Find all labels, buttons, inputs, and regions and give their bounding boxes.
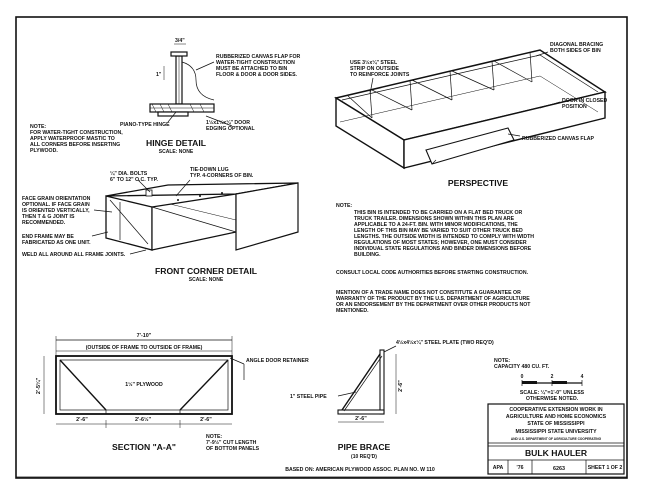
footer-based-on: BASED ON: AMERICAN PLYWOOD ASSOC. PLAN N… <box>285 467 435 473</box>
section-note-3: OF BOTTOM PANELS <box>206 446 260 452</box>
note-right-line-5: LENGTHS. THE OUTSIDE WIDTH IS INTENDED T… <box>354 234 534 240</box>
pipe-brace-drawing <box>337 345 397 423</box>
trade-note-4: MENTIONED. <box>336 308 369 314</box>
note-right-line-6: REGULATIONS OF MOST STATES; HOWEVER, ONE… <box>354 240 527 246</box>
section-aa-title: SECTION "A-A" <box>112 442 176 452</box>
title-name: BULK HAULER <box>525 448 588 458</box>
note-right-line-7: INDIVIDUAL STATE REGULATIONS AND BINDER … <box>354 246 532 252</box>
canvas-flap-label-4: FLOOR & DOOR & DOOR SIDES. <box>216 72 298 78</box>
canvas-flap-label-3: MUST BE ATTACHED TO BIN <box>216 66 288 72</box>
section-note-2: 7'-9½" CUT LENGTH <box>206 439 257 446</box>
tie-down-lug-label-2: TYP. 4-CORNERS OF BIN. <box>190 173 254 179</box>
section-overall-note: (OUTSIDE OF FRAME TO OUTSIDE OF FRAME) <box>86 345 203 351</box>
note-right-heading: NOTE: <box>336 203 352 209</box>
title-org-1: COOPERATIVE EXTENSION WORK IN <box>509 407 603 413</box>
note-left-3: APPLY WATERPROOF MASTIC TO <box>30 136 115 142</box>
scale-tick-2: 2 <box>551 374 554 380</box>
canvas-flap-perspective-label: RUBBERIZED CANVAS FLAP <box>522 136 594 142</box>
weld-label: WELD ALL AROUND ALL FRAME JOINTS. <box>22 252 126 258</box>
trade-note-1: MENTION OF A TRADE NAME DOES NOT CONSTIT… <box>336 290 521 296</box>
pipe-brace-base-dim: 2'-6" <box>355 416 367 422</box>
scale-tick-0: 0 <box>521 374 524 380</box>
title-org-3: STATE OF MISSISSIPPI <box>527 421 585 427</box>
bottom-dim-2: 2'-6½" <box>135 416 152 423</box>
note-left-1: NOTE: <box>30 124 46 130</box>
pipe-brace-subtitle: (10 REQ'D) <box>351 454 377 460</box>
steel-strip-label-2: STRIP ON OUTSIDE <box>350 66 399 72</box>
title-cell-plan-number: 6263 <box>553 466 565 472</box>
front-corner-drawing <box>91 179 299 255</box>
graphic-scale-bar <box>521 380 583 386</box>
title-cell-apa: APA <box>493 465 504 471</box>
scale-tick-4: 4 <box>581 374 584 380</box>
note-right-line-3: APPLICABLE TO A 24-FT. BIN. WITH MINOR M… <box>354 222 518 228</box>
title-fine-print: AND U.S. DEPARTMENT OF AGRICULTURE COOPE… <box>511 437 602 441</box>
note-right-line-8: BUILDING. <box>354 252 381 258</box>
scale-note-2: OTHERWISE NOTED. <box>526 396 579 402</box>
hinge-detail-title: HINGE DETAIL <box>146 138 206 148</box>
scale-note-1: SCALE: ¼"=1'-0" UNLESS <box>520 389 585 396</box>
grain-label-1: FACE GRAIN ORIENTATION <box>22 196 91 202</box>
hinge-detail-drawing <box>149 43 233 127</box>
door-edging-label-2: EDGING OPTIONAL <box>206 126 256 132</box>
note-right-line-2: TRUCK TRAILER. DIMENSIONS SHOWN WITHIN T… <box>354 216 515 222</box>
sheet-border <box>15 16 628 479</box>
front-corner-scale: SCALE: NONE <box>189 277 224 283</box>
section-aa-drawing <box>43 336 245 428</box>
note-left-4: ALL CORNERS BEFORE INSERTING <box>30 142 120 148</box>
pipe-brace-title: PIPE BRACE <box>338 442 391 452</box>
canvas-flap-label-2: WATER-TIGHT CONSTRUCTION <box>216 60 295 66</box>
section-note-1: NOTE: <box>206 434 222 440</box>
hinge-detail-scale: SCALE: NONE <box>159 149 194 155</box>
steel-pipe-label: 1" STEEL PIPE <box>290 394 327 400</box>
note-right-line-1: THIS BIN IS INTENDED TO BE CARRIED ON A … <box>354 210 523 216</box>
bolts-label-1: ¼" DIA. BOLTS <box>110 170 148 177</box>
note-right-line-4: LENGTH OF THIS BIN MAY BE VARIED TO SUIT… <box>354 228 523 234</box>
title-cell-sheet: SHEET 1 OF 2 <box>588 465 623 471</box>
door-closed-label-2: POSITION <box>562 104 587 110</box>
steel-strip-label-1: USE 3½x¼" STEEL <box>350 59 398 66</box>
steel-strip-label-3: TO REINFORCE JOINTS <box>350 72 410 78</box>
grain-label-5: RECOMMENDED. <box>22 220 66 226</box>
note-left-5: PLYWOOD. <box>30 148 58 154</box>
title-university: MISSISSIPPI STATE UNIVERSITY <box>515 429 597 435</box>
bottom-dim-1: 2'-6" <box>76 417 88 423</box>
title-org-2: AGRICULTURE AND HOME ECONOMICS <box>506 414 607 420</box>
section-overall-dim: 7'-10" <box>137 333 152 339</box>
perspective-title: PERSPECTIVE <box>448 178 508 188</box>
piano-hinge-label: PIANO-TYPE HINGE <box>120 122 170 128</box>
end-frame-label-1: END FRAME MAY BE <box>22 234 74 240</box>
plywood-label: 1½" PLYWOOD <box>125 381 163 388</box>
perspective-drawing <box>334 49 607 170</box>
grain-label-3: IS ORIENTED VERTICALLY, <box>22 208 90 214</box>
title-block <box>487 403 625 475</box>
title-cell-year: '76 <box>516 465 523 471</box>
hinge-side-dim: 1" <box>156 72 162 78</box>
door-edging-label-1: 1½x1½x¼" DOOR <box>206 119 250 126</box>
end-frame-label-2: FABRICATED AS ONE UNIT. <box>22 240 91 246</box>
grain-label-2: OPTIONAL. IF FACE GRAIN <box>22 202 90 208</box>
capacity-text: CAPACITY 480 CU. FT. <box>494 364 550 370</box>
steel-plate-label: 4½x4½x¼" STEEL PLATE (TWO REQ'D) <box>396 339 494 346</box>
section-height-dim: 2'-5¼" <box>35 377 42 394</box>
hinge-top-dim: 3/4" <box>175 38 185 44</box>
trade-note-3: OR AN ENDORSEMENT BY THE DEPARTMENT OVER… <box>336 302 531 308</box>
door-closed-label-1: DOOR IN CLOSED <box>562 98 608 104</box>
bolts-label-2: 6" TO 12" O.C. TYP. <box>110 177 159 183</box>
trade-note-2: WARRANTY OF THE PRODUCT BY THE U.S. DEPA… <box>336 296 530 302</box>
pipe-brace-height-dim: 2'-6" <box>398 380 404 392</box>
consult-note: CONSULT LOCAL CODE AUTHORITIES BEFORE ST… <box>336 270 529 276</box>
canvas-flap-label-1: RUBBERIZED CANVAS FLAP FOR <box>216 54 301 60</box>
bracing-label-1: DIAGONAL BRACING <box>550 42 603 48</box>
capacity-heading: NOTE: <box>494 358 510 364</box>
bottom-dim-3: 2'-6" <box>200 417 212 423</box>
front-corner-title: FRONT CORNER DETAIL <box>155 266 257 276</box>
bracing-label-2: BOTH SIDES OF BIN <box>550 48 601 54</box>
grain-label-4: THEN T & G JOINT IS <box>22 214 75 220</box>
note-left-2: FOR WATER-TIGHT CONSTRUCTION, <box>30 130 123 136</box>
tie-down-lug-label-1: TIE-DOWN LUG <box>190 167 229 173</box>
door-retainer-label: ANGLE DOOR RETAINER <box>246 358 309 364</box>
